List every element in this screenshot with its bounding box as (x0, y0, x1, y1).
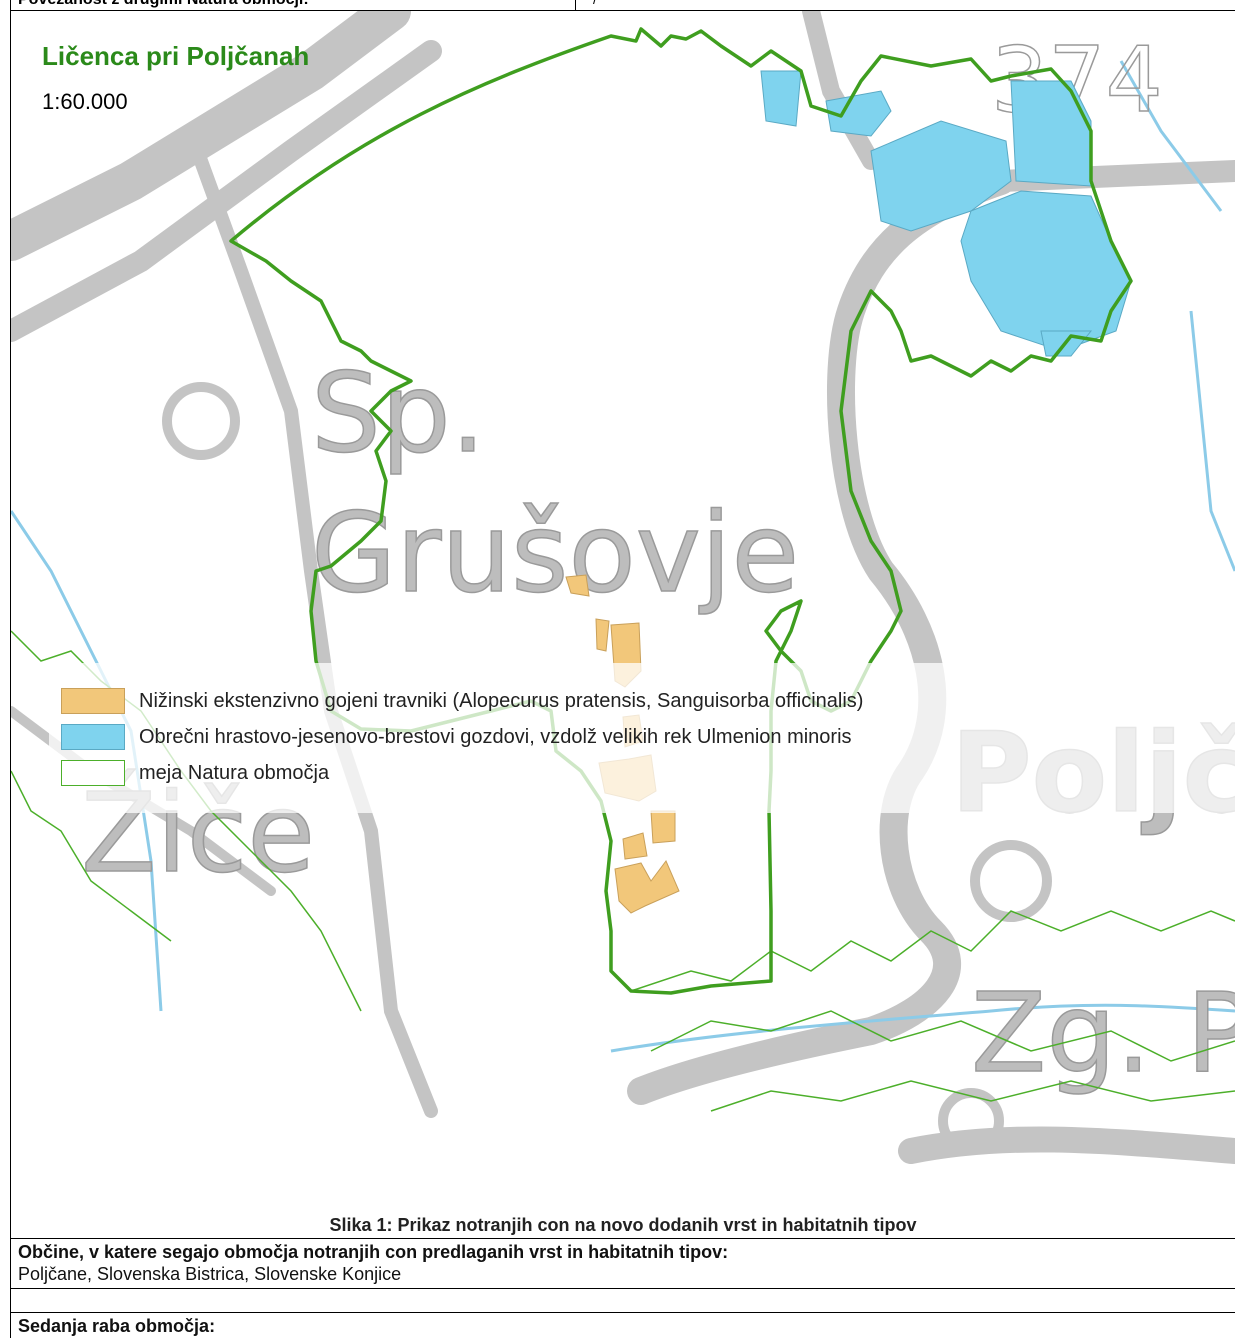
natura-thin-boundaries (11, 630, 1235, 1112)
legend-label-grassland: Nižinski ekstenzivno gojeni travniki (Al… (139, 689, 864, 712)
figure-caption: Slika 1: Prikaz notranjih con na novo do… (329, 1215, 917, 1235)
place-label-grusovje: Grušovje (311, 489, 799, 617)
place-label-sp: Sp. (311, 349, 486, 477)
linked-natura-value: / (593, 0, 597, 7)
cell-divider (575, 0, 576, 10)
map-scale: 1:60.000 (42, 89, 128, 114)
legend-background (49, 663, 1235, 813)
map-figure: Sp. Grušovje Žiče Poljč Zg. Po 374 (11, 11, 1235, 1221)
table-rule (10, 1312, 1235, 1313)
legend-swatch-natura-boundary (61, 760, 125, 786)
legend-swatch-grassland (61, 688, 125, 714)
legend-label-natura-boundary: meja Natura območja (139, 761, 330, 784)
table-rule (10, 1238, 1235, 1239)
map-legend: Nižinski ekstenzivno gojeni travniki (Al… (61, 683, 961, 791)
municipalities-value: Poljčane, Slovenska Bistrica, Slovenske … (18, 1264, 402, 1284)
linked-natura-label: Povezanost z drugimi Natura območji: (18, 0, 309, 9)
map-canvas: Sp. Grušovje Žiče Poljč Zg. Po 374 (11, 11, 1235, 1164)
current-use-heading: Sedanja raba območja: (18, 1316, 216, 1336)
legend-label-forest: Obrečni hrastovo-jesenovo-brestovi gozdo… (139, 725, 852, 748)
municipalities-heading: Občine, v katere segajo območja notranji… (18, 1242, 729, 1262)
linked-natura-row: Povezanost z drugimi Natura območji: / (10, 0, 1235, 11)
legend-item-forest: Obrečni hrastovo-jesenovo-brestovi gozdo… (61, 719, 961, 755)
map-title: Ličenca pri Poljčanah (42, 41, 310, 71)
table-left-border (10, 0, 11, 1338)
habitat-forest-polygons (760, 70, 1132, 357)
legend-item-grassland: Nižinski ekstenzivno gojeni travniki (Al… (61, 683, 961, 719)
table-rule (10, 1288, 1235, 1289)
legend-swatch-forest (61, 724, 125, 750)
legend-item-natura-boundary: meja Natura območja (61, 755, 961, 791)
